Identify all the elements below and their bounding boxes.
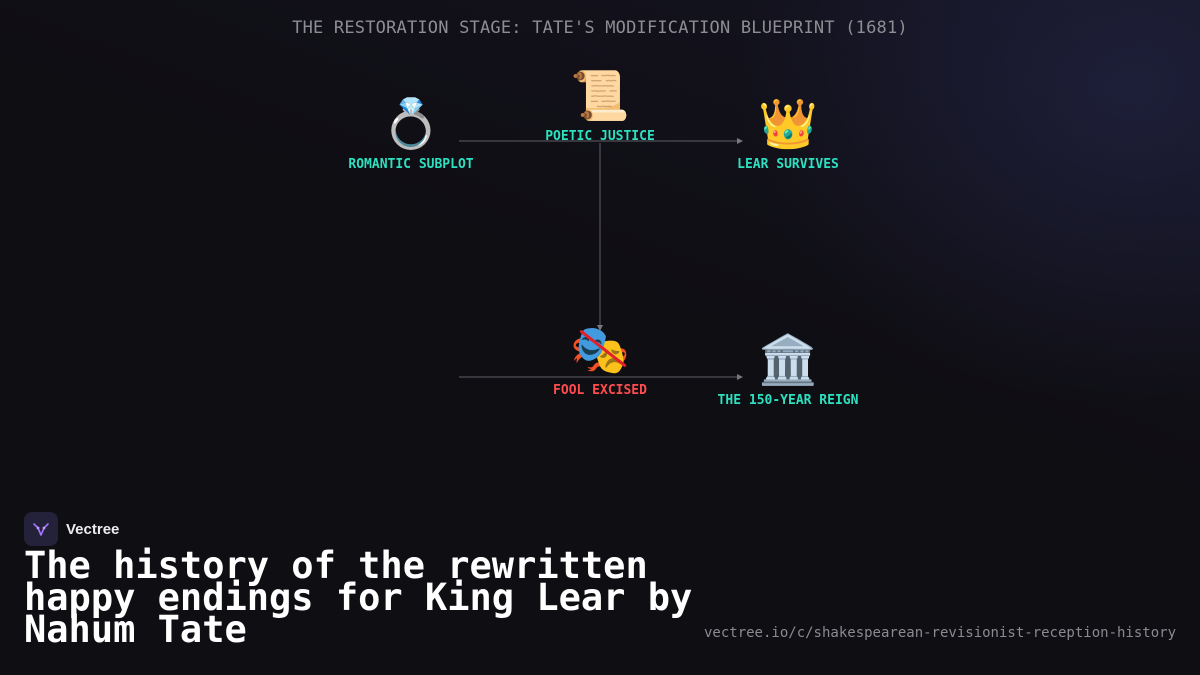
diagram-title: THE RESTORATION STAGE: TATE'S MODIFICATI… xyxy=(292,18,908,38)
node-lear-survives: 👑 LEAR SURVIVES xyxy=(737,97,839,172)
vectree-logo-icon xyxy=(24,512,58,546)
node-label: POETIC JUSTICE xyxy=(545,129,655,144)
node-romantic-subplot: 💍 ROMANTIC SUBPLOT xyxy=(348,97,473,172)
node-label: FOOL EXCISED xyxy=(553,383,647,398)
node-fool-excised: 🎭 FOOL EXCISED xyxy=(553,323,647,398)
node-label: ROMANTIC SUBPLOT xyxy=(348,157,474,172)
theater-masks-crossed-out-icon: 🎭 xyxy=(570,322,630,378)
brand-name: Vectree xyxy=(66,520,120,538)
node-label: LEAR SURVIVES xyxy=(737,157,839,172)
ring-icon: 💍 xyxy=(381,96,441,152)
brand: Vectree xyxy=(24,512,119,546)
scroll-icon: 📜 xyxy=(570,68,630,124)
classical-building-icon: 🏛️ xyxy=(758,332,818,388)
page-headline: The history of the rewritten happy endin… xyxy=(24,544,693,651)
source-url[interactable]: vectree.io/c/shakespearean-revisionist-r… xyxy=(703,625,1176,641)
node-label: THE 150-YEAR REIGN xyxy=(717,393,859,408)
node-150-year-reign: 🏛️ THE 150-YEAR REIGN xyxy=(718,333,859,408)
crown-icon: 👑 xyxy=(758,96,818,152)
node-poetic-justice: 📜 POETIC JUSTICE xyxy=(545,69,655,144)
